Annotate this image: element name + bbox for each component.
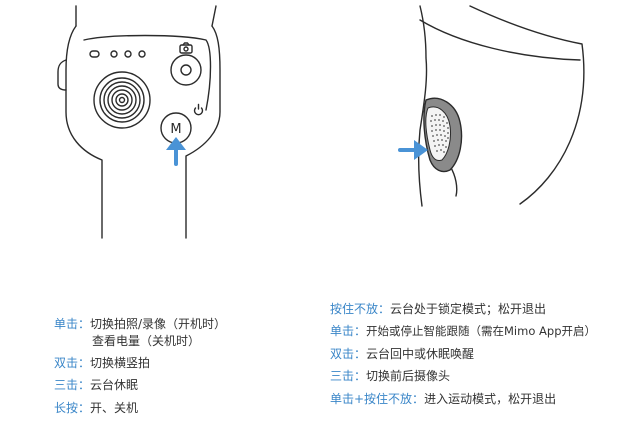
legend-row-single-click: 单击：开始或停止智能跟随（需在Mimo App开启） [330, 323, 596, 339]
side-trigger [57, 59, 67, 91]
legend-desc: 云台回中或休眠唤醒 [366, 347, 475, 361]
legend-key: 三击： [330, 369, 367, 383]
legend-key: 双击： [54, 356, 91, 370]
legend-row-double-click: 双击：云台回中或休眠唤醒 [330, 346, 474, 362]
legend-key: 按住不放： [330, 302, 391, 316]
legend-row-triple-click: 三击：云台休眠 [54, 377, 138, 393]
camera-icon [179, 42, 193, 54]
legend-row-double-click: 双击：切换横竖拍 [54, 355, 150, 371]
legend-key: 单击： [330, 324, 367, 338]
mode-button-letter: M [170, 122, 181, 137]
legend-desc: 开、关机 [90, 401, 139, 415]
legend-key: 单击+按住不放： [330, 392, 425, 406]
legend-desc: 开始或停止智能跟随（需在Mimo App开启） [366, 324, 596, 338]
legend-row-click-and-hold: 单击+按住不放：进入运动模式，松开退出 [330, 391, 556, 407]
legend-key: 单击： [54, 317, 91, 331]
indicator-light-1 [89, 50, 100, 58]
legend-key: 长按： [54, 401, 91, 415]
legend-key: 三击： [54, 378, 91, 392]
grip-button-legend: 按住不放：云台处于锁定模式；松开退出 单击：开始或停止智能跟随（需在Mimo A… [330, 301, 635, 411]
legend-row-long-press: 长按：开、关机 [54, 400, 138, 416]
grip-button [423, 97, 463, 173]
shutter-button [170, 54, 202, 86]
legend-row-triple-click: 三击：切换前后摄像头 [330, 368, 450, 384]
legend-key: 双击： [330, 347, 367, 361]
indicator-light-3 [124, 50, 132, 58]
handle-top-curve [419, 19, 581, 61]
legend-row-single-click: 单击：切换拍照/录像（开机时） [54, 316, 226, 332]
legend-row-hold: 按住不放：云台处于锁定模式；松开退出 [330, 301, 546, 317]
legend-desc: 切换拍照/录像（开机时） [90, 317, 227, 331]
mode-button-legend: 单击：切换拍照/录像（开机时） 查看电量（关机时） 双击：切换横竖拍 三击：云台… [54, 316, 314, 416]
indicator-light-4 [138, 50, 146, 58]
legend-desc-secondary: 查看电量（关机时） [92, 334, 201, 348]
legend-desc: 云台休眠 [90, 378, 139, 392]
handle-body-outline [65, 25, 221, 239]
handle-front-outline [469, 5, 585, 205]
legend-desc: 切换横竖拍 [90, 356, 151, 370]
handle-back-outline [417, 5, 428, 207]
joystick [93, 71, 151, 129]
legend-desc: 进入运动模式，松开退出 [424, 392, 557, 406]
control-panel-outline [83, 34, 212, 111]
mode-button-arrow [166, 137, 186, 166]
handle-stem-right [211, 5, 217, 27]
grip-button-arrow [398, 140, 428, 160]
legend-desc: 切换前后摄像头 [366, 369, 451, 383]
indicator-light-2 [110, 50, 118, 58]
legend-desc: 云台处于锁定模式；松开退出 [390, 302, 547, 316]
handle-lower-contour [449, 165, 458, 197]
power-icon [193, 103, 204, 116]
